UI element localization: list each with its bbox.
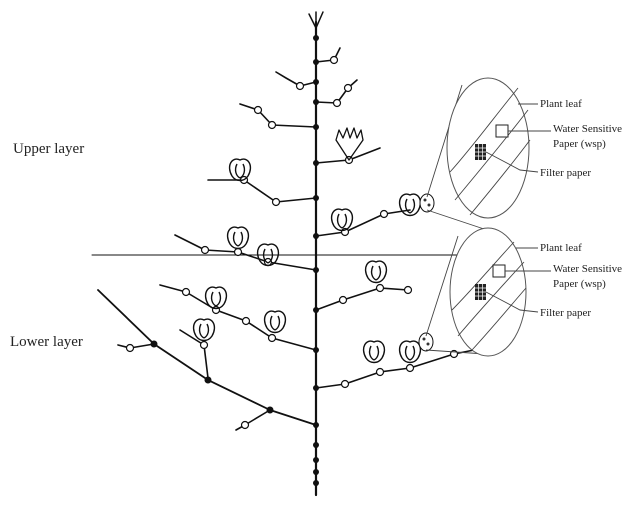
boll [362, 340, 386, 364]
boll [204, 286, 228, 310]
boll [226, 226, 250, 250]
magnifier-circle-lower [449, 227, 527, 357]
wsp-label-upper-line1: Water Sensitive [553, 123, 622, 135]
wsp-label-lower-line1: Water Sensitive [553, 263, 622, 275]
upper-callout [426, 77, 551, 231]
plant-leaf-label-upper: Plant leaf [540, 98, 582, 110]
filter-paper-upper [475, 144, 486, 160]
boll [398, 193, 422, 217]
boll [330, 208, 354, 232]
wsp-label-upper-line2: Paper (wsp) [553, 138, 606, 150]
boll [263, 310, 287, 334]
wsp-label-lower-line2: Paper (wsp) [553, 278, 606, 290]
sensor-leaf-lower [418, 332, 434, 352]
plant-leaf-label-lower: Plant leaf [540, 242, 582, 254]
boll [256, 243, 280, 267]
water-sensitive-paper-lower [492, 264, 506, 278]
upper-layer-label: Upper layer [13, 141, 84, 157]
upper-branches [174, 47, 411, 271]
water-sensitive-paper-upper [495, 124, 509, 138]
boll [398, 340, 422, 364]
lower-callout [425, 227, 551, 357]
cotton-bolls [192, 158, 422, 364]
lower-layer-label: Lower layer [10, 334, 83, 350]
boll [364, 260, 388, 284]
filter-paper-label-upper: Filter paper [540, 167, 591, 179]
boll [192, 318, 216, 342]
boll [228, 158, 252, 182]
sensor-leaf-upper [419, 193, 435, 213]
lower-branches [97, 283, 485, 431]
filter-paper-label-lower: Filter paper [540, 307, 591, 319]
filter-paper-lower [475, 284, 486, 300]
magnifier-circle-upper [446, 77, 530, 219]
